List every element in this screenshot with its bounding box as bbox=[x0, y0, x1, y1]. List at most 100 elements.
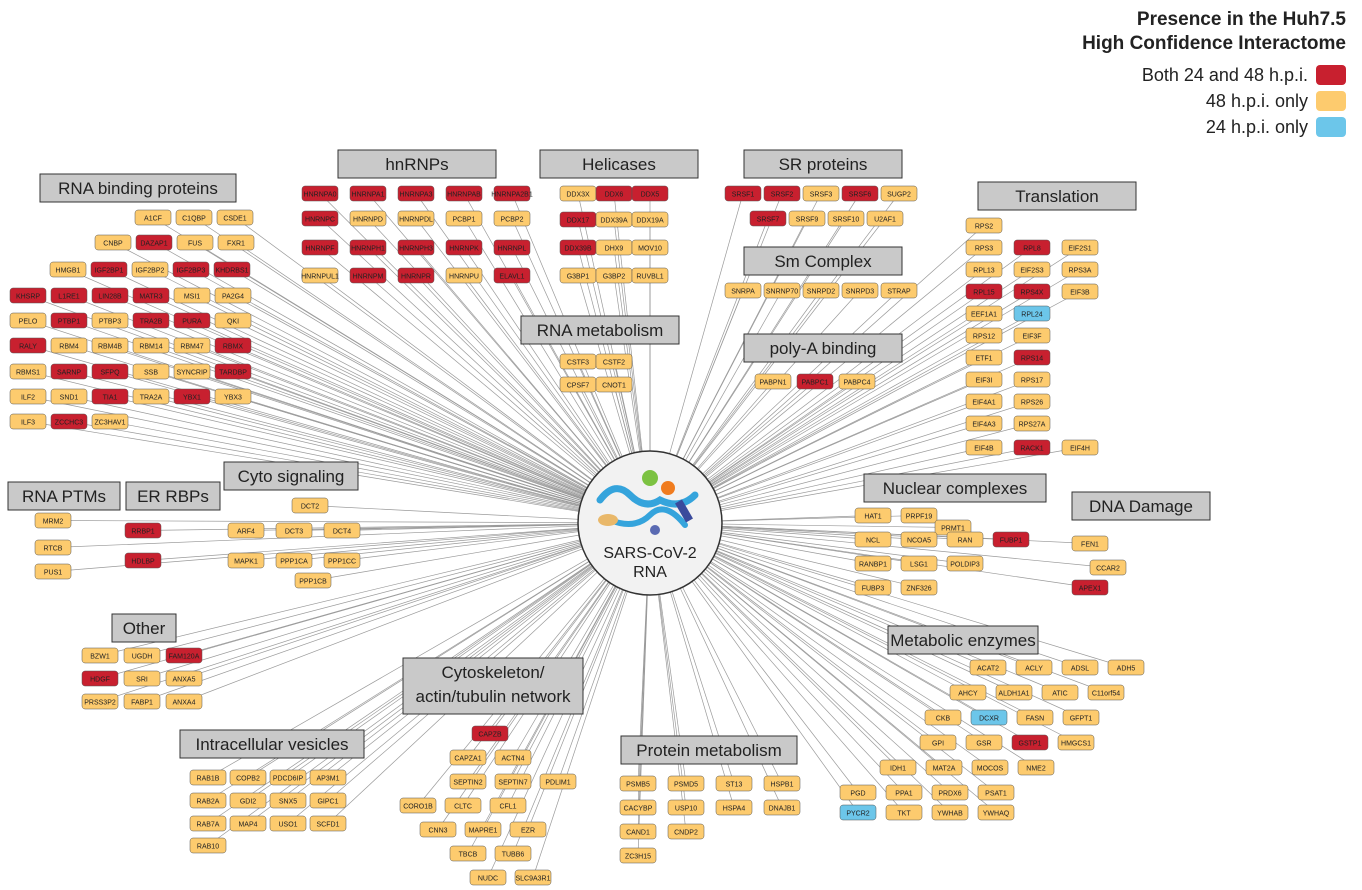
edge bbox=[52, 520, 651, 524]
edge bbox=[150, 320, 651, 524]
protein-label: PRDX6 bbox=[938, 791, 961, 798]
protein-label: NME2 bbox=[1026, 766, 1046, 773]
protein-node bbox=[217, 234, 255, 251]
protein-label: RPS26 bbox=[1021, 400, 1043, 407]
edge bbox=[194, 242, 651, 524]
group-title: hnRNPs bbox=[385, 155, 448, 174]
protein-label: RAB1B bbox=[197, 776, 220, 783]
protein-node bbox=[1013, 239, 1051, 256]
protein-node bbox=[397, 185, 435, 202]
protein-label: HNRNPF bbox=[305, 246, 334, 253]
protein-label: DCT4 bbox=[333, 529, 351, 536]
protein-node bbox=[1061, 261, 1099, 278]
protein-node bbox=[971, 759, 1009, 776]
protein-node bbox=[189, 769, 227, 786]
protein-label: MATR3 bbox=[139, 294, 162, 301]
protein-label: SNX5 bbox=[279, 799, 297, 806]
protein-label: CORO1B bbox=[403, 804, 433, 811]
protein-node bbox=[91, 337, 129, 354]
protein-label: IGF2BP2 bbox=[136, 268, 165, 275]
edge bbox=[27, 371, 651, 524]
group-title: SR proteins bbox=[779, 155, 868, 174]
protein-node bbox=[489, 797, 527, 814]
protein-label: HNRNPA3 bbox=[400, 192, 433, 199]
legend-item-both: Both 24 and 48 h.p.i. bbox=[1082, 62, 1346, 88]
edge bbox=[68, 396, 651, 524]
protein-label: PGD bbox=[850, 791, 865, 798]
protein-node bbox=[397, 239, 435, 256]
center-label-line1: SARS-CoV-2 bbox=[603, 545, 696, 562]
protein-node bbox=[879, 759, 917, 776]
protein-label: RPS3 bbox=[975, 246, 993, 253]
protein-label: DCT3 bbox=[285, 529, 303, 536]
protein-node bbox=[269, 769, 307, 786]
protein-node bbox=[841, 282, 879, 299]
protein-node bbox=[449, 845, 487, 862]
protein-node bbox=[970, 709, 1008, 726]
group-title: Sm Complex bbox=[774, 252, 872, 271]
protein-label: GSR bbox=[976, 741, 991, 748]
protein-node bbox=[631, 211, 669, 228]
protein-node bbox=[631, 239, 669, 256]
protein-label: RPS4X bbox=[1021, 290, 1044, 297]
edge bbox=[191, 371, 651, 524]
protein-label: RBMS1 bbox=[16, 370, 40, 377]
protein-label: U2AF1 bbox=[874, 217, 896, 224]
protein-node bbox=[464, 821, 502, 838]
protein-node bbox=[1013, 327, 1051, 344]
protein-label: ETF1 bbox=[975, 356, 992, 363]
protein-node bbox=[445, 210, 483, 227]
protein-node bbox=[724, 185, 762, 202]
protein-node bbox=[754, 373, 792, 390]
protein-node bbox=[494, 749, 532, 766]
protein-label: ZC3HAV1 bbox=[95, 420, 126, 427]
protein-label: CSTF2 bbox=[603, 360, 625, 367]
protein-label: AHCY bbox=[958, 691, 978, 698]
protein-node bbox=[309, 792, 347, 809]
protein-node bbox=[9, 287, 47, 304]
protein-label: PSAT1 bbox=[985, 791, 1007, 798]
protein-label: RBM4B bbox=[98, 344, 122, 351]
protein-node bbox=[123, 670, 161, 687]
protein-label: PSMB5 bbox=[626, 782, 650, 789]
protein-node bbox=[165, 647, 203, 664]
group-title-box bbox=[743, 149, 903, 179]
protein-node bbox=[900, 531, 938, 548]
protein-label: MOCOS bbox=[977, 766, 1004, 773]
protein-node bbox=[294, 572, 332, 589]
protein-node bbox=[1061, 659, 1099, 676]
legend-swatch bbox=[1316, 91, 1346, 111]
protein-node bbox=[802, 185, 840, 202]
protein-label: SFPQ bbox=[100, 370, 120, 377]
protein-label: YBX1 bbox=[183, 395, 201, 402]
protein-label: TBCB bbox=[459, 852, 478, 859]
protein-label: APEX1 bbox=[1079, 586, 1102, 593]
protein-label: RBM4 bbox=[59, 344, 79, 351]
group-title: Cyto signaling bbox=[238, 467, 345, 486]
protein-label: RPS12 bbox=[973, 334, 995, 341]
protein-label: GDI2 bbox=[240, 799, 256, 806]
protein-node bbox=[839, 784, 877, 801]
protein-label: QKI bbox=[227, 319, 239, 326]
protein-label: CNOT1 bbox=[602, 383, 626, 390]
protein-label: PPP1CC bbox=[328, 559, 356, 566]
protein-label: BZW1 bbox=[90, 654, 110, 661]
edge bbox=[232, 345, 651, 524]
protein-label: EIF4A3 bbox=[972, 422, 995, 429]
protein-node bbox=[493, 210, 531, 227]
protein-label: EZR bbox=[521, 828, 535, 835]
protein-node bbox=[715, 799, 753, 816]
edge bbox=[649, 291, 1081, 524]
protein-label: PYCR2 bbox=[846, 811, 869, 818]
protein-label: HDGF bbox=[90, 677, 110, 684]
protein-node bbox=[349, 210, 387, 227]
protein-node bbox=[631, 267, 669, 284]
protein-label: DDX3X bbox=[566, 192, 590, 199]
protein-node bbox=[301, 185, 339, 202]
protein-label: RPS27A bbox=[1019, 422, 1046, 429]
protein-node bbox=[34, 539, 72, 556]
protein-label: ALDH1A1 bbox=[998, 691, 1029, 698]
edge bbox=[141, 522, 651, 656]
protein-node bbox=[176, 234, 214, 251]
protein-label: RBM14 bbox=[139, 344, 162, 351]
